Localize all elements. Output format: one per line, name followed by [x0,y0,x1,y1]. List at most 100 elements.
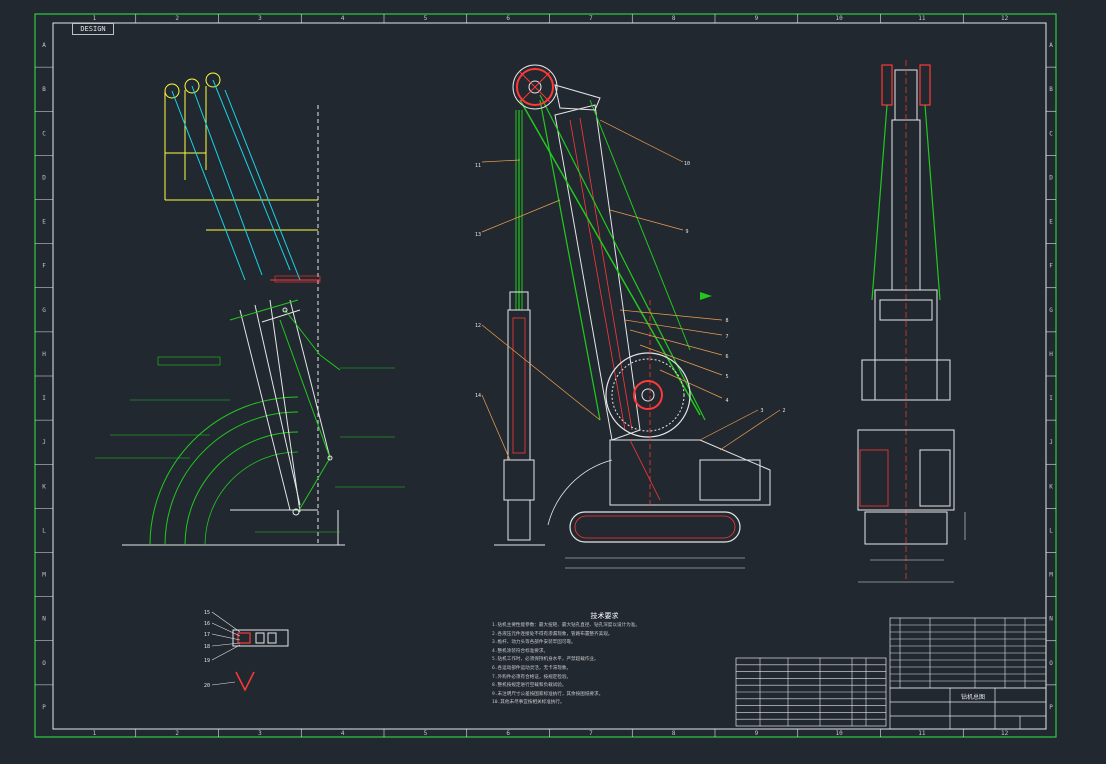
part-balloon-label: 3 [760,408,763,414]
notes-line: 5.钻机工作时，必须保持机身水平，严禁超载作业。 [492,657,599,663]
grid-row-label: D [1049,174,1053,181]
grid-row-label: C [1049,130,1053,137]
grid-row-label: A [1049,42,1053,49]
part-balloon-label: 5 [725,374,728,380]
notes-line: 3.桅杆、动力头等各部件安装牢固可靠。 [492,640,576,646]
grid-col-label: 1 [93,730,97,737]
grid-left-labels: A B C D E F G H I J K L M N O P [35,42,53,711]
grid-row-label: B [1049,86,1053,93]
grid-row-label: B [42,86,46,93]
grid-col-label: 4 [341,730,345,737]
grid-row-label: G [42,307,46,314]
grid-col-label: 1 [93,15,97,22]
grid-row-label: E [42,219,46,226]
detail-balloon-label: 19 [204,658,210,664]
grid-row-label: M [1049,572,1053,579]
grid-col-label: 2 [175,15,179,22]
notes-line: 10.其他未尽事宜按相关标准执行。 [492,700,565,706]
notes-line: 9.未注明尺寸公差按国家标准执行，其余按图纸要求。 [492,691,604,697]
part-balloon-label: 8 [725,318,728,324]
grid-right-labels: A B C D E F G H I J K L M N O P [1046,42,1056,711]
notes-line: 4.整机涂装符合标准要求。 [492,648,549,654]
grid-row-label: P [1049,704,1053,711]
technical-notes: 技术要求 1.钻机主要性能参数：最大扭矩、最大钻孔直径、钻孔深度以设计为准。 2… [492,610,717,710]
part-balloon-label: 6 [725,354,728,360]
grid-row-label: O [1049,660,1053,667]
right-view-front-elevation [857,60,966,583]
grid-row-label: D [42,174,46,181]
grid-row-label: H [42,351,46,358]
grid-col-label: 10 [836,15,844,22]
grid-col-label: 8 [672,15,676,22]
left-view-range-diagram [95,72,405,546]
grid-row-label: K [42,483,46,490]
grid-col-label: 7 [589,15,593,22]
notes-line: 6.各运动部件运动灵活，无卡滞现象。 [492,665,572,671]
grid-row-label: H [1049,351,1053,358]
grid-col-label: 10 [836,730,844,737]
grid-row-label: I [1049,395,1053,402]
grid-col-label: 11 [918,730,926,737]
grid-col-label: 9 [755,15,759,22]
detail-balloon-label: 15 [204,610,210,616]
grid-row-label: J [1049,439,1053,446]
grid-row-label: F [1049,263,1053,270]
grid-col-label: 5 [424,15,428,22]
grid-col-label: 8 [672,730,676,737]
notes-line: 1.钻机主要性能参数：最大扭矩、最大钻孔直径、钻孔深度以设计为准。 [492,623,640,628]
grid-row-label: J [42,439,46,446]
part-balloon-label: 4 [725,398,728,404]
grid-row-label: M [42,572,46,579]
drawing-tag: DESIGN [72,23,114,35]
grid-row-label: E [1049,219,1053,226]
grid-col-label: 6 [506,15,510,22]
grid-row-label: F [42,263,46,270]
part-balloon-label: 11 [475,163,481,169]
grid-row-label: A [42,42,46,49]
center-view-side-elevation [481,64,781,569]
grid-col-label: 5 [424,730,428,737]
grid-row-label: P [42,704,46,711]
grid-row-label: O [42,660,46,667]
parts-list-left [735,657,887,727]
notes-line: 8.整机按规定进行空载和负载试验。 [492,683,567,689]
grid-col-label: 2 [175,730,179,737]
grid-row-label: N [42,616,46,623]
grid-col-label: 7 [589,730,593,737]
grid-row-label: G [1049,307,1053,314]
grid-row-label: I [42,395,46,402]
notes-title: 技术要求 [590,612,619,620]
outer-frame [34,13,1057,738]
grid-row-label: C [42,130,46,137]
title-block-label: 钻机总图 [960,694,985,701]
grid-col-label: 4 [341,15,345,22]
title-block [889,687,1047,730]
grid-col-label: 6 [506,730,510,737]
grid-col-label: 12 [1001,730,1009,737]
grid-col-label: 12 [1001,15,1009,22]
detail-balloon-label: 18 [204,644,210,650]
grid-row-label: K [1049,483,1053,490]
part-balloon-label: 2 [782,408,785,414]
grid-col-label: 3 [258,15,262,22]
grid-col-label: 11 [918,15,926,22]
part-balloon-label: 9 [685,229,688,235]
notes-line: 7.外购件必须有合格证，按规定检验。 [492,674,572,680]
part-balloon-label: 13 [475,232,481,238]
detail-view [211,611,289,692]
detail-balloon-label: 17 [204,632,210,638]
part-balloon-label: 14 [475,393,481,399]
detail-balloon-label: 20 [204,683,210,689]
grid-row-label: L [42,527,46,534]
grid-col-label: 3 [258,730,262,737]
grid-row-label: L [1049,527,1053,534]
notes-line: 2.各液压元件连接处不得有渗漏现象，管路布置整齐美观。 [492,631,613,637]
detail-balloon-label: 16 [204,621,210,627]
part-balloon-label: 7 [725,334,728,340]
grid-row-label: N [1049,616,1053,623]
part-balloon-label: 10 [684,161,690,167]
